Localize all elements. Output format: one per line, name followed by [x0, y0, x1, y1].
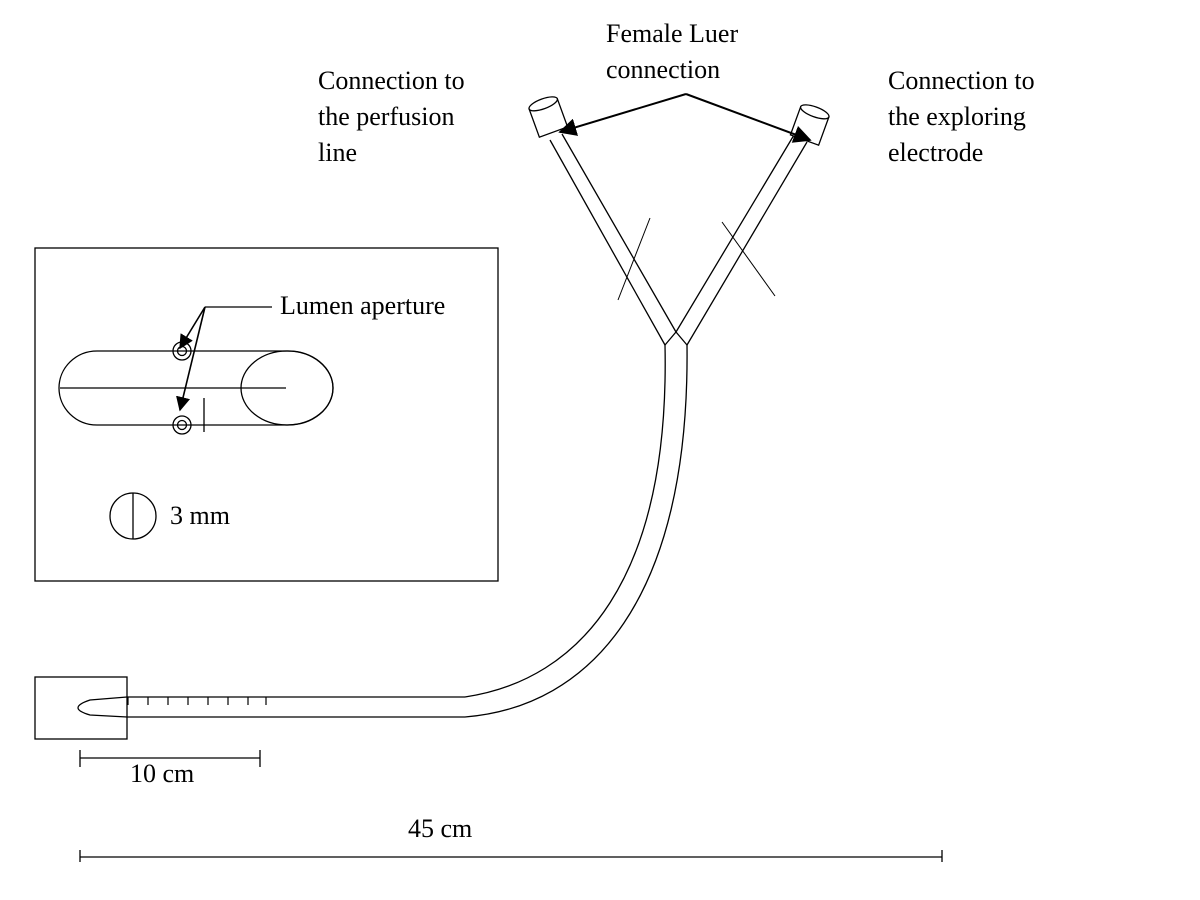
perfusion-label-line-3: line [318, 138, 357, 167]
luer-arrow-right [685, 93, 812, 143]
electrode-clamp-mark [721, 221, 776, 297]
inset-panel [34, 247, 499, 582]
perfusion-label-line-2: the perfusion [318, 102, 455, 131]
scale-45cm-label: 45 cm [408, 814, 473, 843]
scale-3mm-symbol [109, 492, 157, 540]
catheter-body-outer [77, 696, 465, 718]
electrode-label: Connection to the exploring electrode [888, 63, 1035, 171]
female-luer-label-line-2: connection [606, 55, 721, 84]
catheter-graduations [127, 697, 267, 705]
female-luer-label: Female Luer connection [606, 16, 738, 88]
catheter-curve-outer [464, 344, 688, 718]
scale-bar-10cm [79, 750, 261, 767]
luer-connector-right [789, 104, 830, 146]
electrode-label-line-1: Connection to [888, 66, 1035, 95]
electrode-branch [675, 134, 808, 346]
catheter-tube [34, 93, 830, 740]
lumen-arrow-top [179, 306, 206, 350]
perfusion-label-line-1: Connection to [318, 66, 465, 95]
perfusion-clamp-mark [617, 217, 651, 301]
perfusion-label: Connection to the perfusion line [318, 63, 465, 171]
luer-connector-left [528, 96, 569, 138]
catheter-tip-box [34, 676, 128, 740]
inset-frame [34, 247, 499, 582]
luer-arrow-left [558, 93, 687, 136]
lumen-aperture-bottom [172, 415, 192, 435]
electrode-label-line-2: the exploring [888, 102, 1026, 131]
catheter-curve-inner [464, 344, 666, 698]
perfusion-branch [549, 133, 677, 346]
lumen-aperture-label: Lumen aperture [280, 291, 446, 320]
female-luer-label-line-1: Female Luer [606, 19, 739, 48]
scale-3mm-label: 3 mm [170, 501, 230, 530]
electrode-label-line-3: electrode [888, 138, 984, 167]
scale-bar-45cm [79, 850, 943, 862]
y-junction [664, 330, 688, 346]
scale-10cm-label: 10 cm [130, 759, 195, 788]
lumen-arrow-bottom [176, 306, 206, 412]
